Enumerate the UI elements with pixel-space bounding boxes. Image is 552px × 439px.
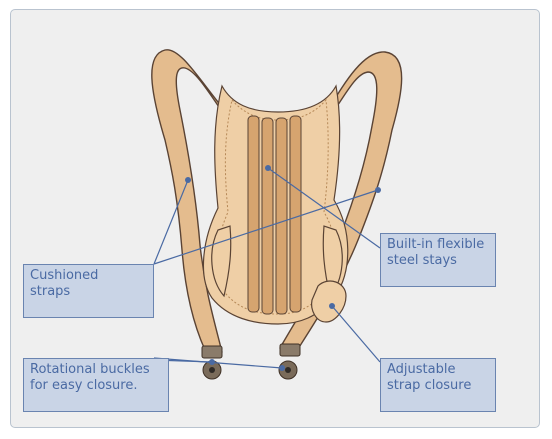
callout-rotational-buckles: Rotational buckles for easy closure. [23,358,169,412]
callout-adjustable-closure: Adjustable strap closure [380,358,496,412]
callout-cushioned-straps: Cushioned straps [23,264,154,318]
buckle-icon [279,344,300,379]
callout-steel-stays: Built-in flexible steel stays [380,233,496,287]
steel-stay [276,118,287,314]
steel-stay [262,118,273,314]
steel-stay [290,116,301,312]
steel-stay [248,116,259,312]
